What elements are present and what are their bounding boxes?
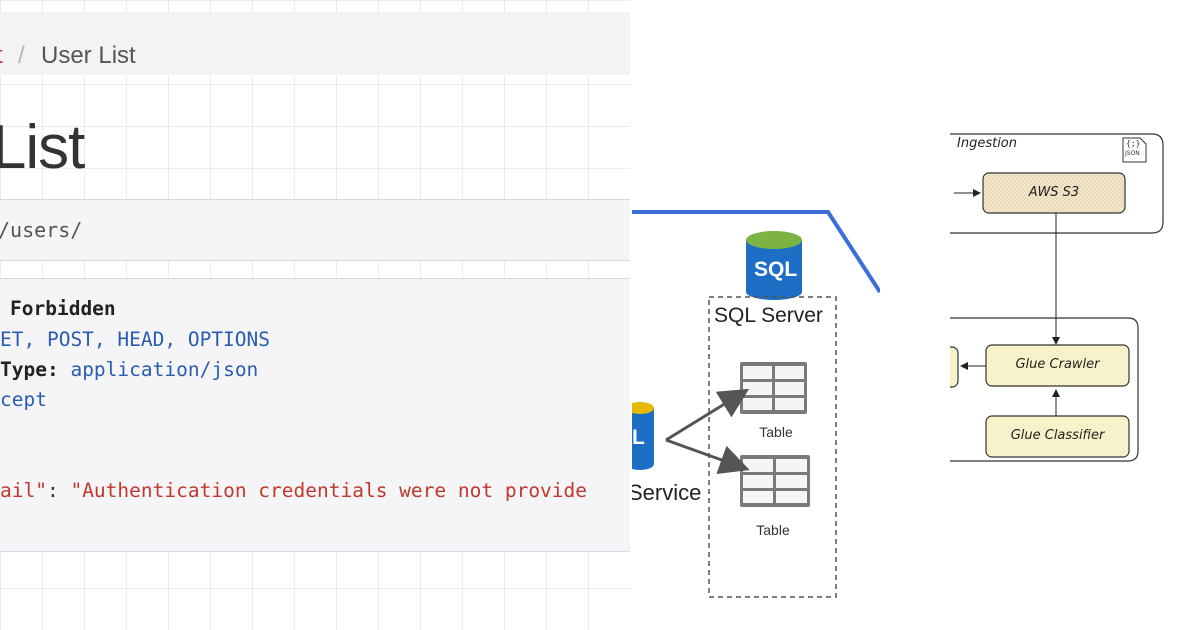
glue-crawler-label: Glue Crawler xyxy=(1015,357,1100,372)
api-browser-panel: t / User List r List /users/ Forbidden E… xyxy=(0,0,630,630)
response-content-type-key: Type: xyxy=(0,358,59,381)
request-url-bar: /users/ xyxy=(0,199,630,261)
table-label: Table xyxy=(759,424,793,440)
json-file-icon xyxy=(1122,137,1147,163)
processing-group-box xyxy=(950,317,1139,462)
table-label: Table xyxy=(756,522,790,538)
response-vary-value: cept xyxy=(0,388,47,411)
glue-classifier-node xyxy=(985,415,1130,458)
response-panel: Forbidden ET, POST, HEAD, OPTIONS Type: … xyxy=(0,278,630,552)
service-to-table-arrow xyxy=(665,438,750,475)
sql-server-container xyxy=(708,296,837,598)
sql-database-icon xyxy=(746,231,802,300)
aws-diagram-canvas xyxy=(950,133,1164,462)
aws-s3-label: AWS S3 xyxy=(1028,185,1080,200)
sql-icon-label: SQL xyxy=(754,258,798,281)
network-boundary-line xyxy=(632,210,880,294)
breadcrumb-current: User List xyxy=(41,42,136,69)
sql-service-icon xyxy=(632,402,654,470)
breadcrumb-separator: / xyxy=(18,42,25,69)
response-detail-colon: : xyxy=(46,479,71,502)
response-detail-key: ail" xyxy=(0,479,47,502)
response-allow-line: ET, POST, HEAD, OPTIONS xyxy=(0,328,270,352)
glue-classifier-label: Glue Classifier xyxy=(1010,428,1105,443)
ingestion-group-label: Ingestion xyxy=(957,136,1017,151)
sql-diagram-canvas xyxy=(632,210,880,598)
service-label: Service xyxy=(632,480,702,505)
response-allow-value: ET, POST, HEAD, OPTIONS xyxy=(0,328,271,351)
response-detail-value: "Authentication credentials were not pro… xyxy=(70,479,588,502)
service-to-table-arrow xyxy=(665,388,750,442)
breadcrumb-prev-link[interactable]: t xyxy=(0,43,3,69)
sql-server-label: SQL Server xyxy=(714,304,823,327)
response-detail-line: ail": "Authentication credentials were n… xyxy=(0,479,587,503)
sql-diagram-panel: SQL L SQL Server Table Table Service xyxy=(632,0,880,630)
json-icon-label: JSON xyxy=(1125,150,1140,157)
breadcrumb: t / User List xyxy=(0,12,630,75)
response-status-line: Forbidden xyxy=(10,297,116,321)
response-content-type-value: application/json xyxy=(70,358,259,381)
sql-service-icon-label: L xyxy=(632,426,645,449)
response-content-type-line: Type: application/json xyxy=(0,358,258,382)
table-icon xyxy=(740,455,810,507)
json-icon-brace: {;} xyxy=(1126,139,1141,148)
ingestion-group-box xyxy=(950,133,1164,234)
response-status: Forbidden xyxy=(10,297,116,320)
response-vary-line: cept xyxy=(0,388,47,412)
page-title: r List xyxy=(0,113,85,182)
table-icon xyxy=(740,362,807,414)
aws-pipeline-panel: Ingestion {;} JSON AWS S3 Glue Crawler G… xyxy=(950,130,1170,470)
request-url: /users/ xyxy=(0,218,83,242)
partial-target-node xyxy=(950,346,959,388)
aws-s3-node xyxy=(982,172,1126,214)
